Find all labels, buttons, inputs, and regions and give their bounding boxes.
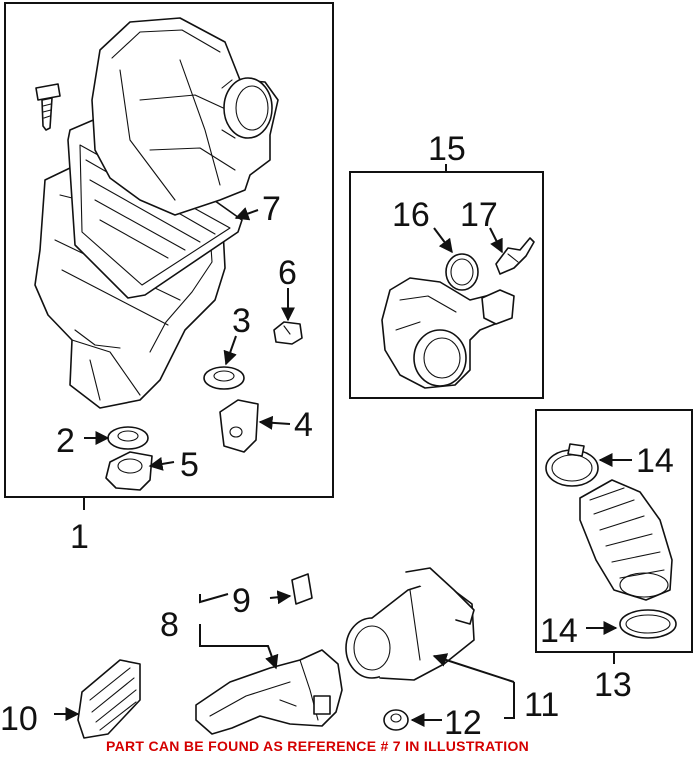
intake-duct-8[interactable] <box>195 649 343 735</box>
sensor-17[interactable] <box>495 237 535 275</box>
screw[interactable] <box>35 83 61 131</box>
callout-3: 3 <box>232 302 251 340</box>
bracket-4[interactable] <box>219 399 259 453</box>
callout-10: 10 <box>0 700 38 738</box>
callout-6: 6 <box>278 254 297 292</box>
callout-17: 17 <box>460 196 498 234</box>
callout-7: 7 <box>262 190 281 228</box>
callout-5: 5 <box>180 446 199 484</box>
callout-15: 15 <box>428 130 466 168</box>
hose-clamp-upper[interactable] <box>545 443 599 487</box>
callout-14-upper: 14 <box>636 442 674 480</box>
insulator-5[interactable] <box>105 451 153 491</box>
throttle-adapter[interactable] <box>381 277 515 389</box>
callout-13: 13 <box>594 666 632 704</box>
callout-1: 1 <box>70 518 89 556</box>
callout-16: 16 <box>392 196 430 234</box>
clip-9[interactable] <box>291 573 313 605</box>
air-cleaner-housing[interactable] <box>34 17 279 409</box>
callout-4: 4 <box>294 406 313 444</box>
callout-8: 8 <box>160 606 179 644</box>
intake-hose[interactable] <box>579 479 673 601</box>
grille-10[interactable] <box>77 659 141 739</box>
hose-clamp-lower[interactable] <box>619 609 677 639</box>
resonator-11[interactable] <box>345 567 475 681</box>
grommet-3[interactable] <box>203 366 245 390</box>
callout-11: 11 <box>524 686 559 724</box>
reference-note: PART CAN BE FOUND AS REFERENCE # 7 IN IL… <box>106 738 529 754</box>
seal-16[interactable] <box>445 253 479 291</box>
callout-12: 12 <box>444 704 482 742</box>
callout-2: 2 <box>56 422 75 460</box>
callout-9: 9 <box>232 582 251 620</box>
grommet-2[interactable] <box>107 426 149 450</box>
clip-6[interactable] <box>273 321 303 345</box>
assembly-box-1 <box>4 2 334 498</box>
grommet-12[interactable] <box>383 709 409 731</box>
callout-14-lower: 14 <box>540 612 578 650</box>
